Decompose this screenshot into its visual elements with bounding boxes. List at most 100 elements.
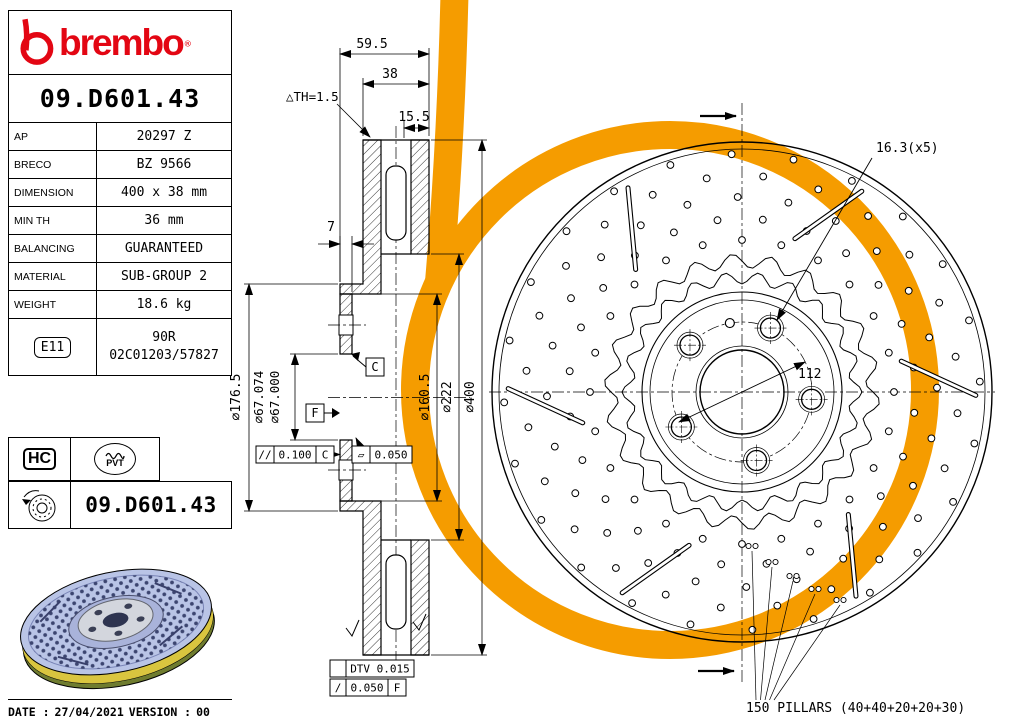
pvt-wave-icon — [105, 452, 125, 459]
drill-hole — [842, 249, 850, 258]
drill-hole — [634, 526, 642, 535]
drill-hole — [814, 256, 822, 265]
spec-value: GUARANTEED — [124, 241, 204, 256]
secondary-part-number: 09.D601.43 — [85, 493, 217, 517]
drill-hole — [975, 377, 984, 386]
spec-panel: brembo ® 09.D601.43 AP 20297 Z BRECO BZ … — [8, 10, 232, 376]
drill-hole — [899, 452, 907, 461]
slot-core — [626, 186, 638, 271]
date-label: DATE : — [8, 705, 50, 719]
pillar-marker — [745, 542, 752, 550]
drill-hole — [578, 456, 587, 465]
generated-pattern — [500, 150, 984, 701]
pvt-label: PVT — [106, 457, 124, 468]
e-mark-cell: E11 — [9, 319, 97, 375]
section-view — [328, 126, 470, 660]
slot-core — [506, 387, 585, 425]
datum-f-label: F — [311, 406, 318, 420]
drill-hole — [586, 388, 594, 396]
drill-hole — [630, 495, 639, 504]
roughness-symbol — [412, 613, 427, 631]
spec-row-min-th: MIN TH 36 mm — [9, 207, 231, 235]
disc-icon-cell — [9, 482, 71, 528]
vent-hole-top — [385, 165, 407, 241]
spec-label: BRECO — [9, 151, 97, 178]
homologation-line2: 02C01203/57827 — [109, 348, 219, 363]
section-gdt — [255, 352, 415, 697]
drill-hole — [814, 185, 823, 194]
spec-row-breco: BRECO BZ 9566 — [9, 151, 231, 179]
drill-hole — [597, 253, 605, 262]
spec-label: MIN TH — [9, 207, 97, 234]
fcf-parallelism-datum: C — [322, 449, 329, 462]
homologation-row: E11 90R 02C01203/57827 — [9, 319, 231, 375]
drill-hole — [848, 177, 856, 185]
disc-outer-edge — [491, 141, 993, 643]
drill-hole — [759, 172, 768, 181]
pillars-label: 150 PILLARS (40+40+20+20+30) — [746, 701, 965, 716]
spec-label: MATERIAL — [9, 263, 97, 290]
drill-hole — [758, 215, 767, 224]
drill-hole — [727, 150, 736, 159]
dtv-value-cell — [345, 659, 415, 678]
datum-triangle — [351, 352, 360, 361]
spec-value: 18.6 kg — [136, 297, 192, 312]
drill-hole — [662, 519, 670, 528]
fcf-flatness-symbol: ▱ — [358, 449, 365, 462]
dim-dia-hat: ∅176.5 — [229, 374, 244, 421]
drill-hole — [879, 522, 887, 531]
drill-hole — [683, 200, 692, 209]
drill-hole — [698, 241, 707, 250]
drill-hole — [567, 294, 575, 303]
drill-hole — [953, 409, 962, 418]
fcf-parallelism-value: 0.100 — [278, 449, 311, 462]
drill-hole — [571, 489, 580, 498]
drill-hole — [909, 481, 917, 490]
pillar-ring-inner — [621, 272, 863, 512]
bolt-holes-label: 16.3(x5) — [876, 141, 939, 156]
drill-hole — [827, 585, 836, 594]
drill-hole — [872, 247, 881, 256]
drill-hole — [717, 560, 726, 569]
slot-core — [620, 543, 691, 595]
version-label: VERSION : — [128, 705, 192, 719]
part-number: 09.D601.43 — [9, 75, 231, 123]
drill-hole — [935, 298, 944, 307]
drill-hole — [938, 260, 947, 269]
pillar-marker — [833, 596, 840, 604]
drill-hole — [548, 341, 557, 350]
drill-hole — [527, 278, 535, 287]
spec-row-weight: WEIGHT 18.6 kg — [9, 291, 231, 319]
drill-hole — [905, 250, 914, 259]
e-mark-badge: E11 — [33, 336, 72, 358]
drill-hole — [610, 187, 618, 196]
drill-hole — [884, 348, 893, 357]
pvt-badge: PVT — [94, 443, 136, 475]
pin-hole — [724, 317, 735, 329]
pillar-marker — [765, 558, 772, 566]
drill-hole — [913, 548, 922, 557]
bolt-hole-leader — [776, 157, 873, 321]
slot-core — [793, 189, 864, 241]
disc-photo-illustration — [20, 568, 215, 690]
drill-hole — [875, 555, 884, 564]
slot-core — [846, 513, 858, 598]
drill-hole — [577, 563, 586, 572]
secondary-part-number-row: 09.D601.43 — [8, 481, 232, 529]
brembo-watermark-icon — [401, 0, 939, 659]
drill-hole — [599, 284, 608, 292]
drill-hole — [897, 320, 906, 328]
drill-hole — [537, 516, 546, 524]
drill-hole — [806, 547, 814, 556]
drill-hole — [773, 601, 782, 610]
drill-hole — [951, 352, 960, 361]
drill-hole — [866, 588, 874, 597]
pillar-marker — [752, 542, 759, 550]
drill-hole — [636, 221, 645, 230]
drill-hole — [562, 262, 570, 270]
fcf-flatness-value: 0.050 — [374, 449, 407, 462]
drill-hole — [874, 281, 883, 289]
brembo-logo: brembo ® — [9, 11, 231, 75]
